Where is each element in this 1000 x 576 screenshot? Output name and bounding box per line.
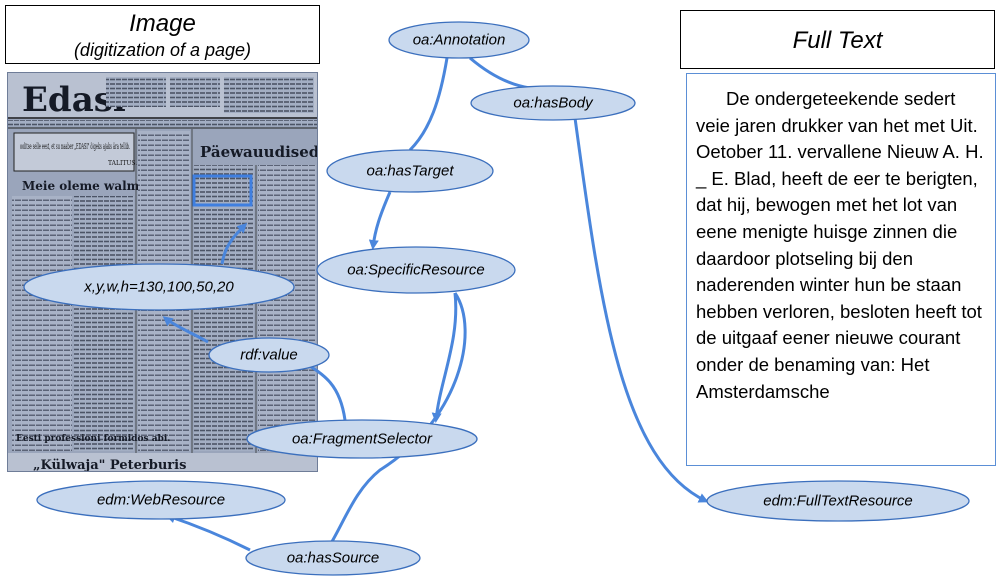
edge-specificresource-to-fragmentselector <box>431 292 458 423</box>
notice-text: oolitse selle eest, et su naaber „EDASI"… <box>20 142 130 151</box>
node-oa-hastarget-label: oa:hasTarget <box>366 163 454 180</box>
edge-annotation-to-hastarget <box>408 57 449 152</box>
fulltext-title-text: Full Text <box>792 27 883 54</box>
fulltext-paragraph: De ondergeteekende sedert veie jaren dru… <box>696 88 984 402</box>
node-xywh: x,y,w,h=130,100,50,20 <box>23 263 295 311</box>
node-xywh-label: x,y,w,h=130,100,50,20 <box>83 279 234 296</box>
node-oa-annotation-label: oa:Annotation <box>413 32 506 49</box>
node-edm-fulltextresource-label: edm:FullTextResource <box>763 493 913 510</box>
edge-hasbody-to-fulltextresource <box>573 117 709 503</box>
section1-text: Meie oleme walmis. <box>22 179 155 193</box>
edge-specificresource-to-hassource <box>328 292 467 546</box>
node-oa-hassource-label: oa:hasSource <box>287 550 380 567</box>
fragment-highlight <box>192 174 253 207</box>
edge-fragmentselector-to-rdfvalue <box>302 360 347 421</box>
edge-hassource-to-webresource <box>165 513 251 552</box>
node-oa-fragmentselector-label: oa:FragmentSelector <box>292 431 433 448</box>
edge-xywh-to-fragment-highlight <box>220 222 248 265</box>
footer-text: „Külwaja" Peterburis <box>33 458 186 472</box>
node-edm-fulltextresource: edm:FullTextResource <box>706 480 970 522</box>
fulltext-box: De ondergeteekende sedert veie jaren dru… <box>686 73 996 466</box>
node-oa-fragmentselector: oa:FragmentSelector <box>246 419 478 459</box>
node-edm-webresource-label: edm:WebResource <box>97 492 225 509</box>
node-oa-specificresource: oa:SpecificResource <box>316 246 516 294</box>
edge-rdfvalue-to-xywh <box>162 316 209 344</box>
edge-annotation-to-hasbody <box>469 56 531 90</box>
node-rdf-value: rdf:value <box>208 337 330 373</box>
image-panel-title: Image (digitization of a page) <box>5 5 320 64</box>
notice-sign: TALITUS. <box>108 160 137 167</box>
newspaper-page-image: Edasi oolitse selle eest, et su naaber „… <box>7 72 318 472</box>
section2-text: Eesti professioni formidos abi. <box>16 434 170 444</box>
headline-text: Päewauudised. <box>200 143 318 161</box>
node-oa-hastarget: oa:hasTarget <box>326 149 494 193</box>
image-subtitle-text: (digitization of a page) <box>73 40 252 60</box>
node-rdf-value-label: rdf:value <box>240 347 298 364</box>
node-oa-hasbody-label: oa:hasBody <box>513 95 594 112</box>
fulltext-panel-title: Full Text <box>680 10 995 69</box>
node-oa-hasbody: oa:hasBody <box>470 85 636 121</box>
node-oa-specificresource-label: oa:SpecificResource <box>347 262 485 279</box>
edge-hastarget-to-specificresource <box>368 191 392 250</box>
node-oa-hassource: oa:hasSource <box>245 540 421 576</box>
node-edm-webresource: edm:WebResource <box>36 480 286 520</box>
image-title-text: Image <box>129 10 196 37</box>
node-oa-annotation: oa:Annotation <box>388 21 530 59</box>
